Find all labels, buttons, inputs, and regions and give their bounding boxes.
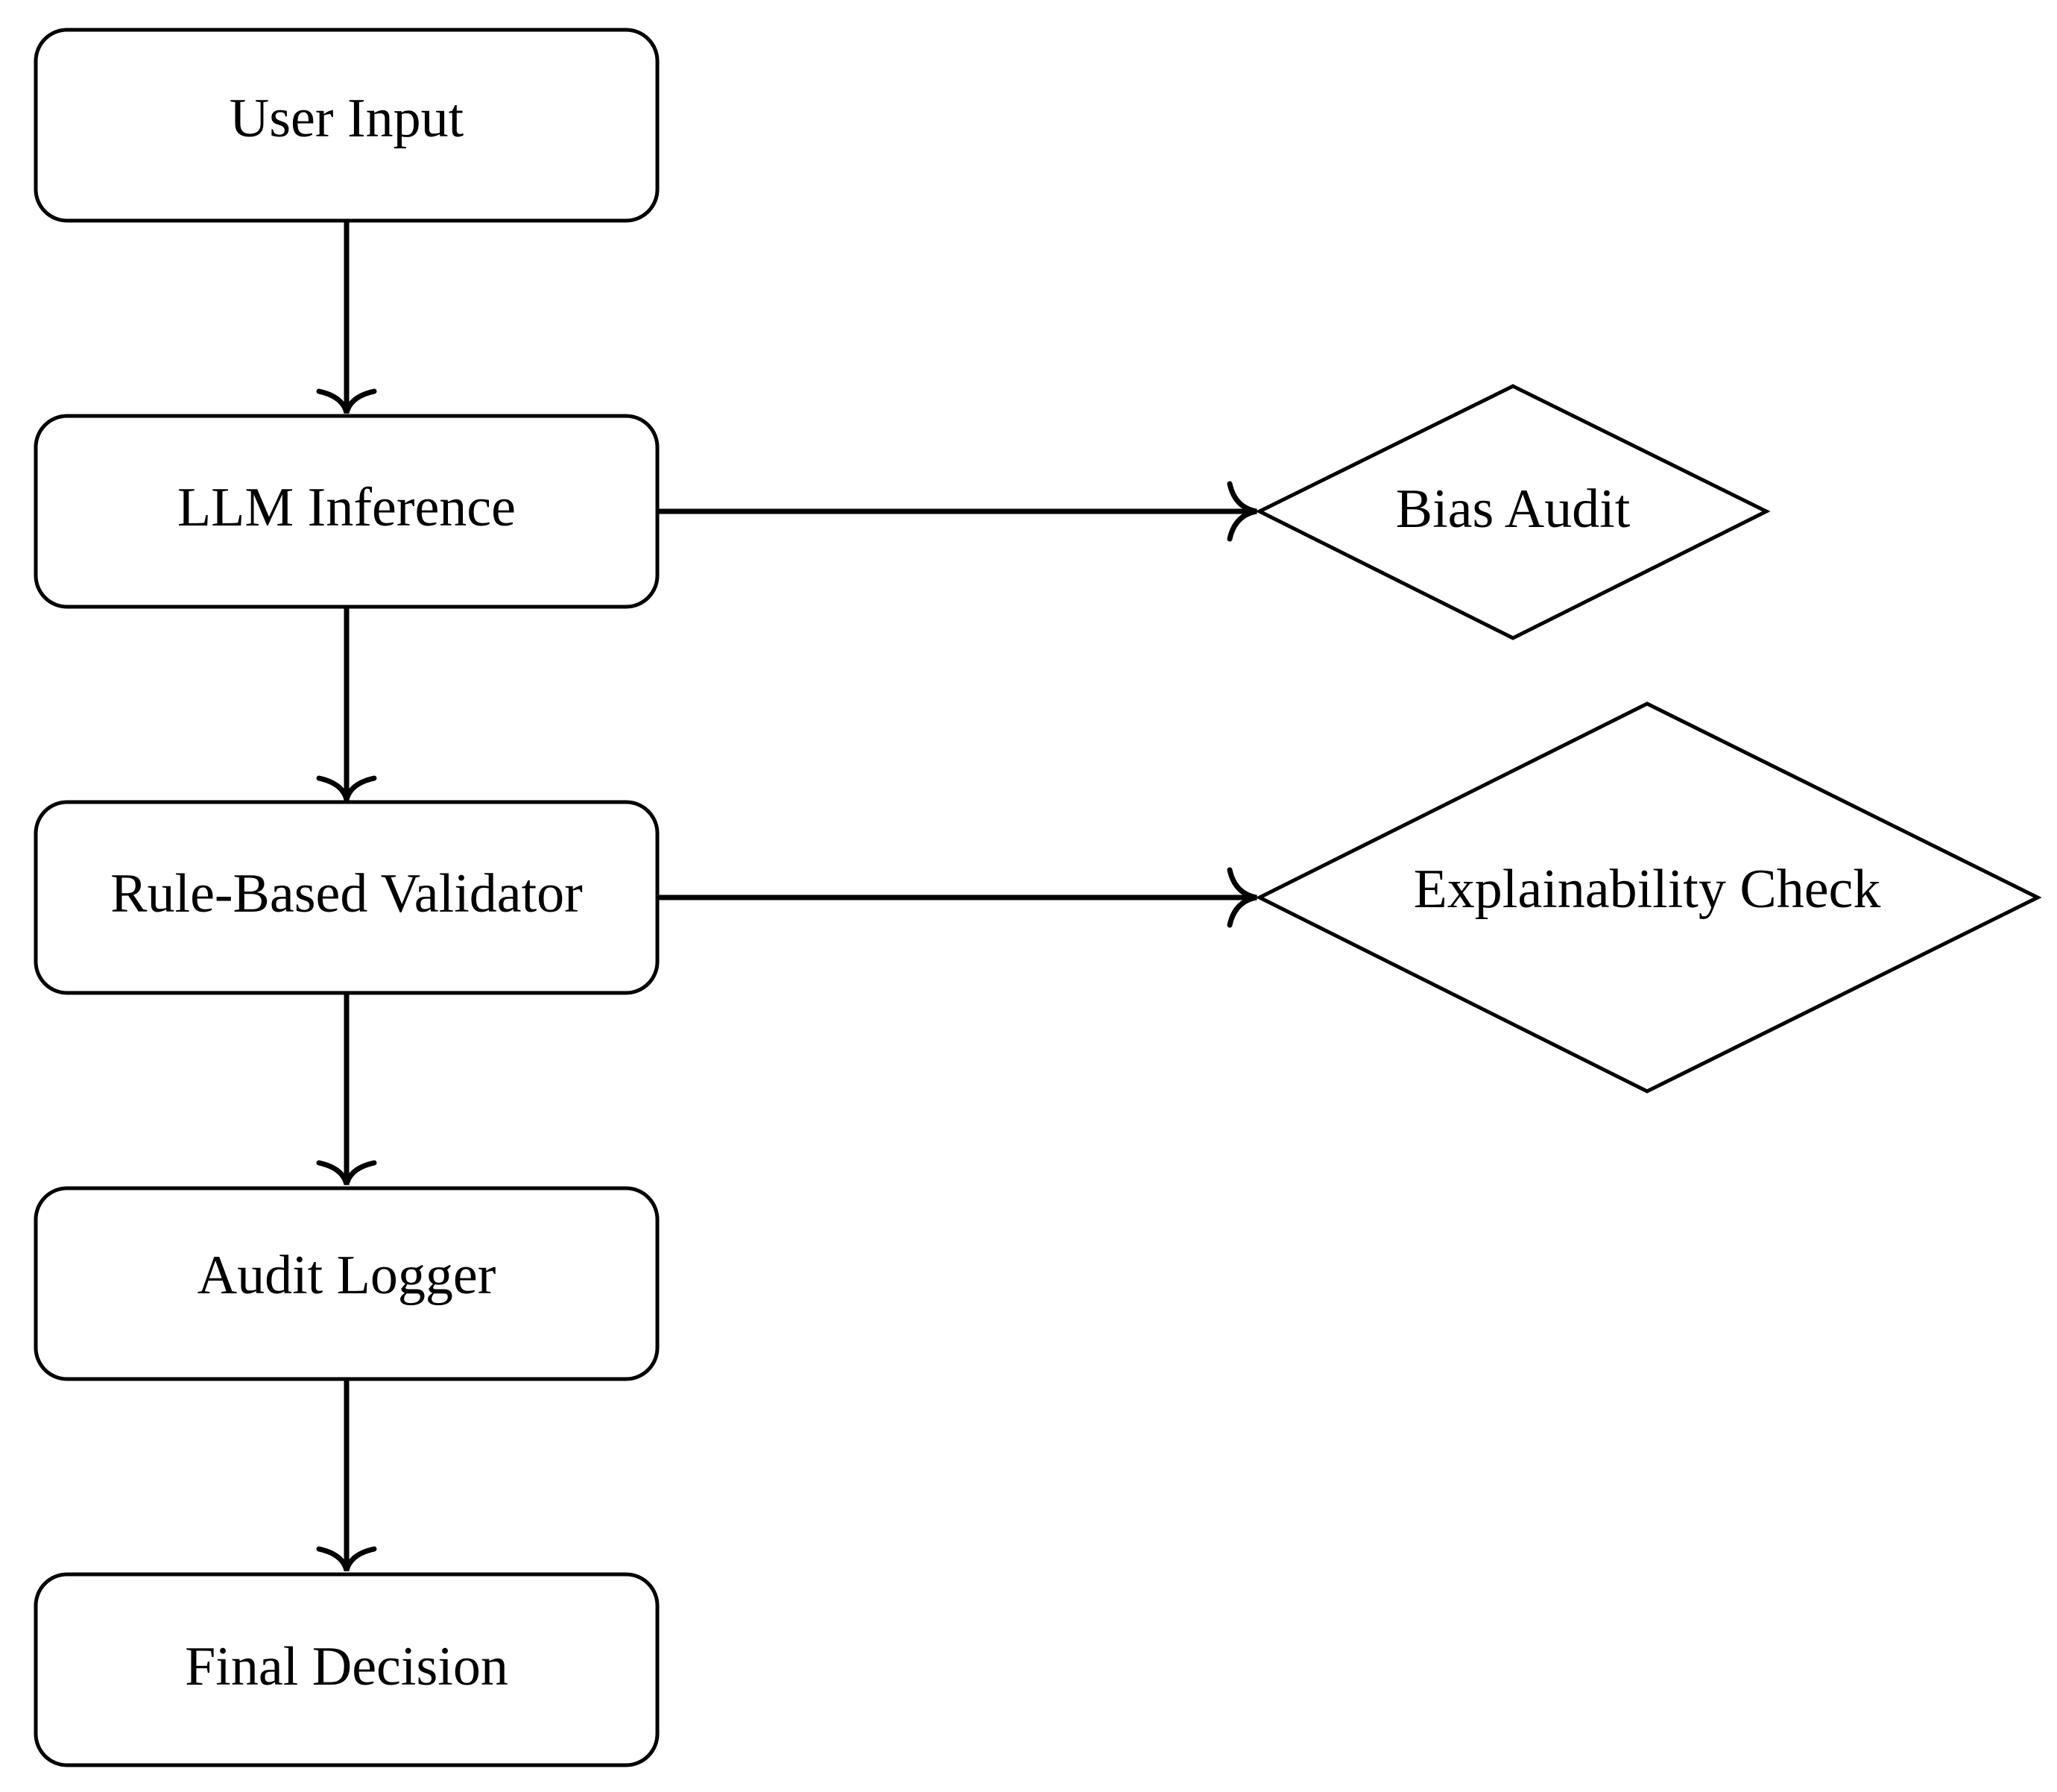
node-final-decision: Final Decision <box>34 1572 660 1767</box>
edge-llm-inference-to-bias-audit <box>657 481 1257 542</box>
node-user-input: User Input <box>34 28 660 223</box>
node-llm-inference-label: LLM Inference <box>177 477 516 538</box>
node-audit-logger-label: Audit Logger <box>198 1245 496 1306</box>
node-user-input-label: User Input <box>230 88 464 149</box>
node-explainability-check-label: Explainability Check <box>1414 859 1881 920</box>
edge-user-input-to-llm-inference <box>316 222 377 414</box>
edge-llm-inference-to-rule-validator <box>316 608 377 801</box>
edge-rule-validator-to-audit-logger <box>316 993 377 1186</box>
node-bias-audit-label: Bias Audit <box>1396 479 1631 540</box>
node-rule-based-validator: Rule-Based Validator <box>34 800 660 995</box>
node-bias-audit: Bias Audit <box>1255 384 1771 640</box>
node-rule-based-validator-label: Rule-Based Validator <box>110 863 583 924</box>
edge-rule-validator-to-explainability-check <box>657 867 1257 928</box>
edge-audit-logger-to-final-decision <box>316 1379 377 1572</box>
node-audit-logger: Audit Logger <box>34 1186 660 1381</box>
node-final-decision-label: Final Decision <box>185 1636 508 1697</box>
node-llm-inference: LLM Inference <box>34 414 660 609</box>
node-explainability-check: Explainability Check <box>1255 701 2042 1094</box>
